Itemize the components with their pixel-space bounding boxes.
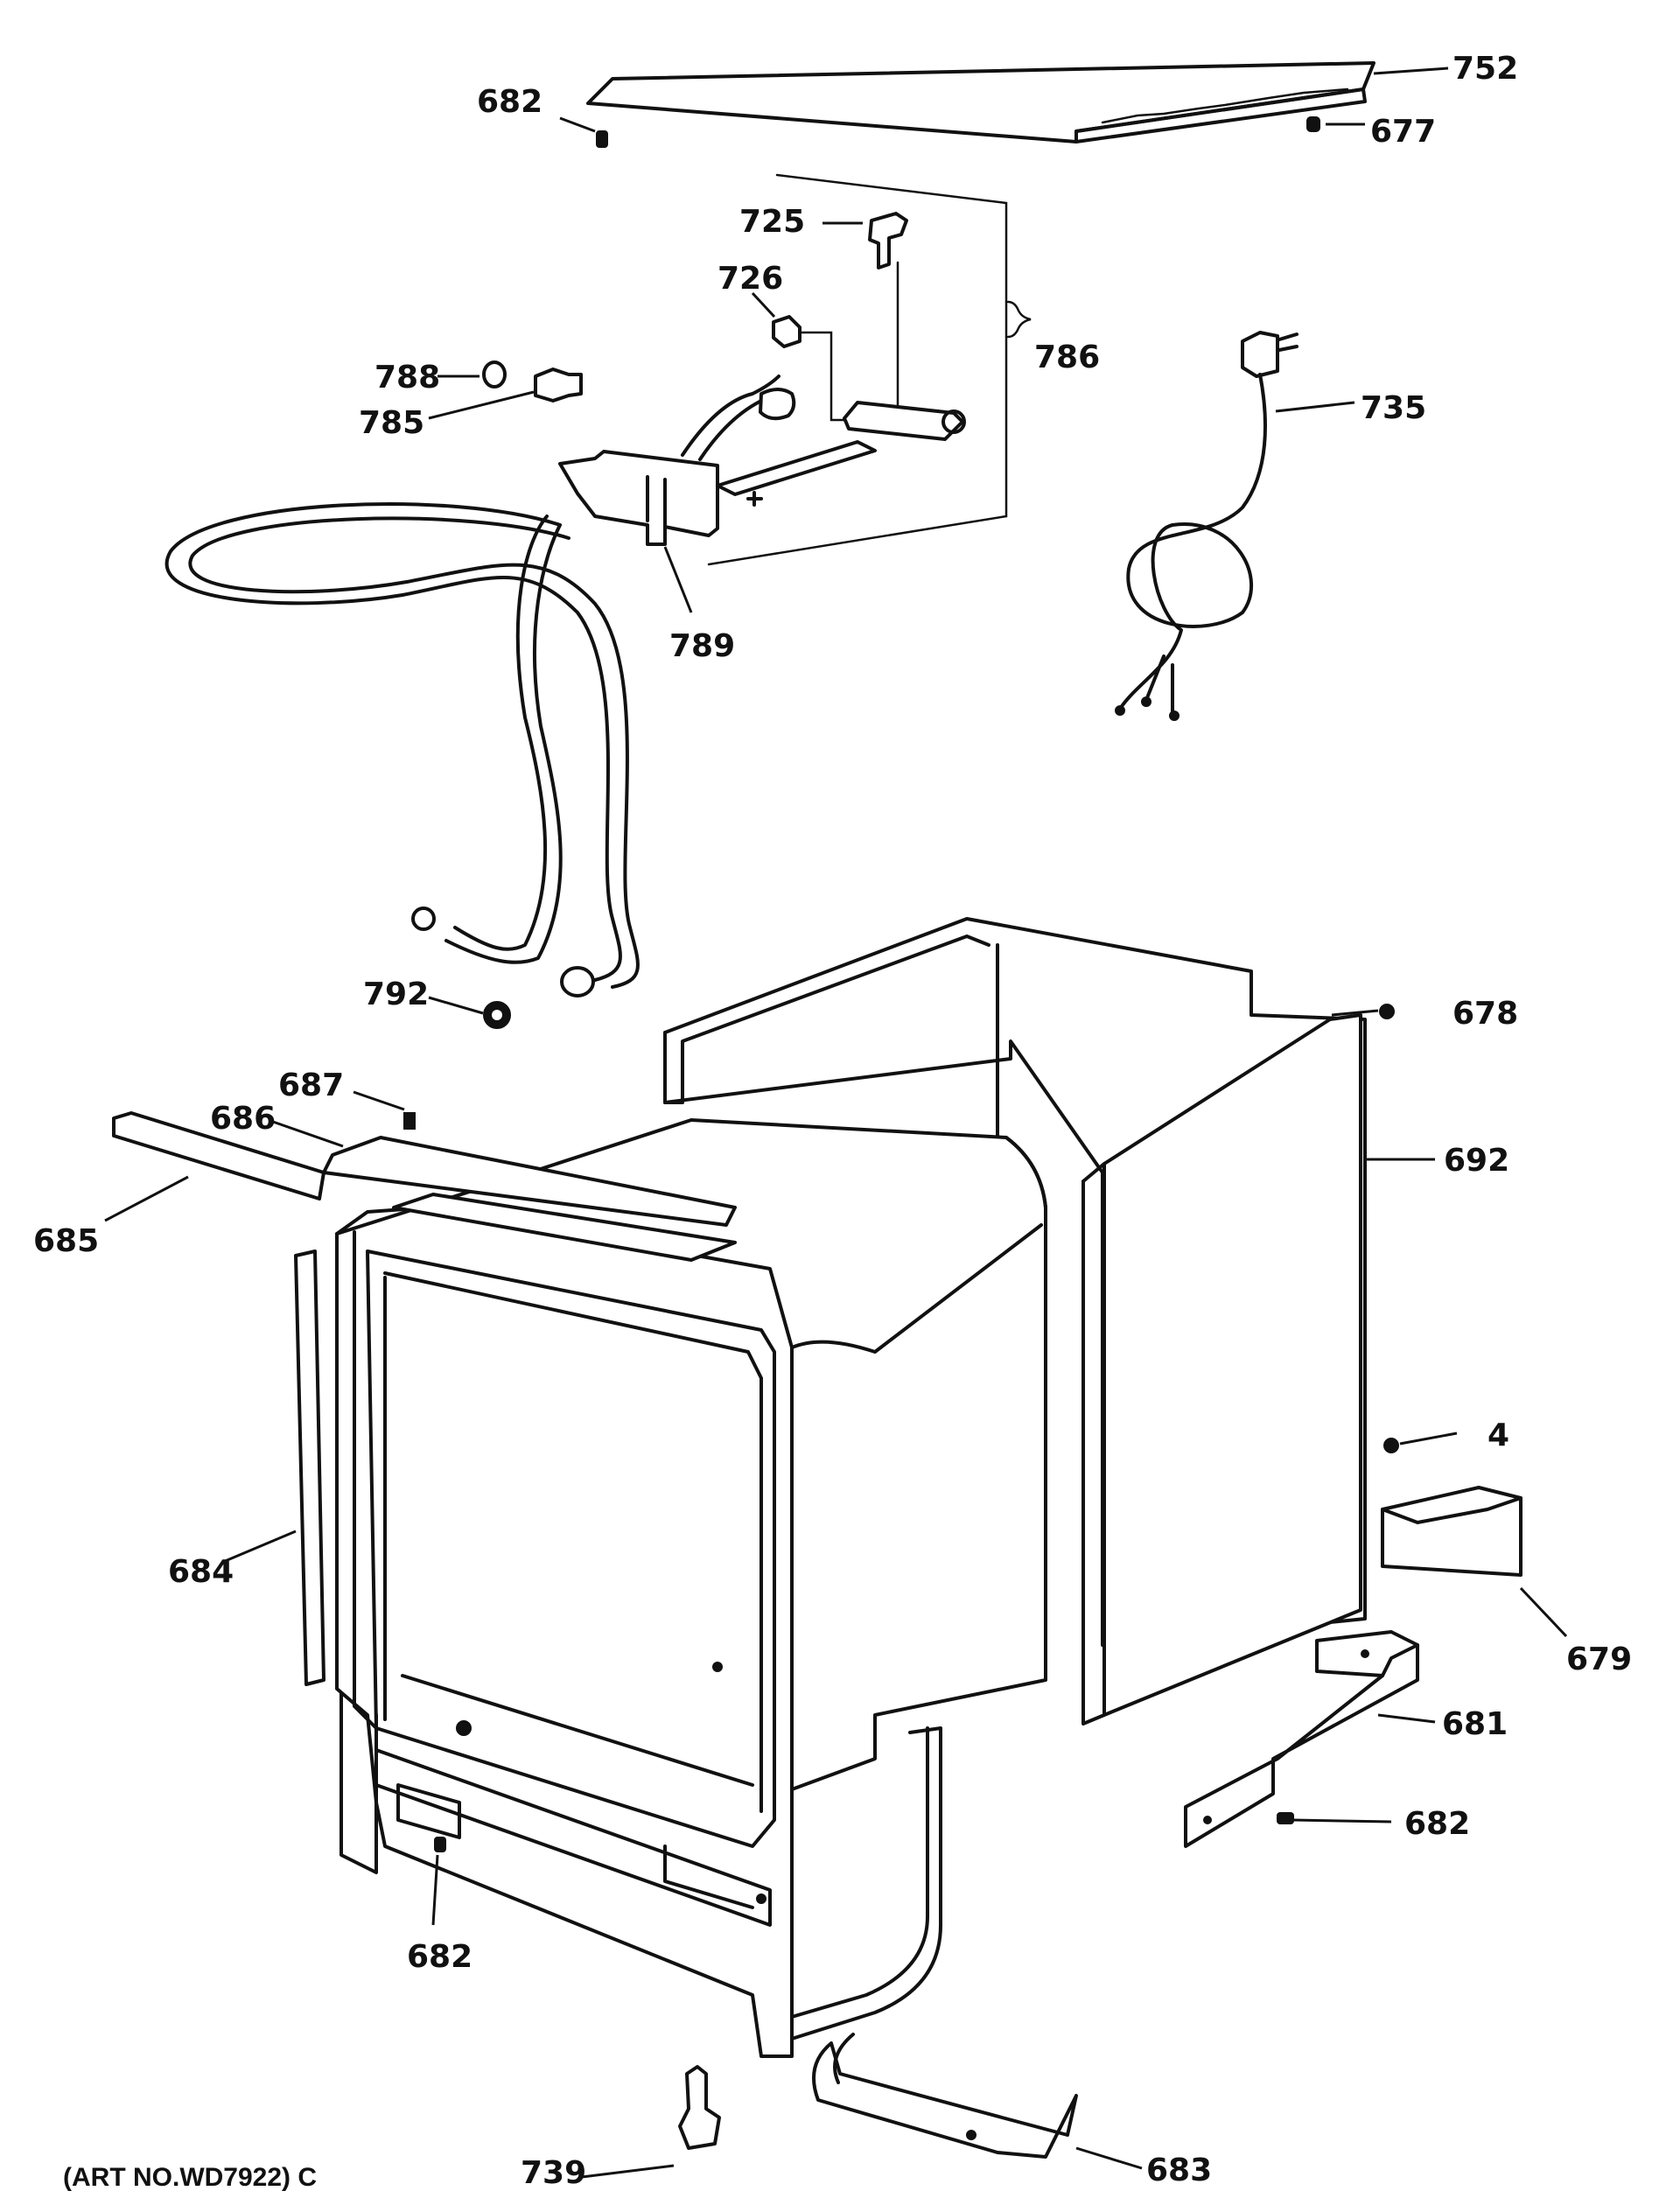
part-785 (428, 368, 583, 420)
label-682-right: 682 (1404, 1806, 1470, 1842)
power-cord-735 (1115, 331, 1355, 721)
screw-682-top (559, 116, 608, 148)
label-678: 678 (1452, 996, 1518, 1032)
screw-677 (1306, 116, 1365, 132)
tub-assembly (335, 1118, 1047, 2058)
nut-792 (428, 996, 511, 1029)
fill-valve-assembly (164, 374, 966, 998)
label-789: 789 (669, 628, 735, 664)
label-684: 684 (168, 1554, 234, 1590)
label-4: 4 (1488, 1418, 1509, 1453)
label-681: 681 (1442, 1706, 1508, 1742)
bracket-786 (707, 173, 1032, 566)
part-788 (438, 360, 507, 388)
side-panel-692 (1082, 1013, 1435, 1726)
part-725 (822, 212, 908, 413)
trim-685 (104, 1111, 326, 1222)
label-735: 735 (1361, 390, 1426, 426)
screw-4 (1383, 1432, 1458, 1453)
label-686: 686 (210, 1101, 276, 1137)
art-number: (ART NO.WD7922) C (63, 2163, 317, 2192)
label-739: 739 (521, 2155, 586, 2191)
screw-682-right (1277, 1812, 1392, 1824)
label-692: 692 (1444, 1143, 1509, 1179)
label-683: 683 (1146, 2152, 1212, 2188)
label-679: 679 (1566, 1642, 1632, 1677)
bracket-683 (812, 2033, 1143, 2170)
label-785: 785 (359, 405, 424, 441)
label-682-bottom: 682 (407, 1939, 472, 1975)
label-685: 685 (33, 1223, 99, 1259)
strip-686 (272, 1120, 737, 1262)
label-677: 677 (1370, 114, 1436, 150)
screw-682-bottom (431, 1837, 446, 1926)
label-786: 786 (1034, 340, 1100, 375)
part-726 (751, 291, 868, 422)
bracket-681 (1184, 1630, 1436, 1848)
label-725: 725 (739, 204, 805, 240)
label-788: 788 (374, 360, 440, 396)
label-682-top: 682 (477, 84, 542, 120)
block-679 (1381, 1486, 1568, 1638)
label-752: 752 (1452, 51, 1518, 87)
leg-739 (581, 2065, 721, 2179)
label-687: 687 (278, 1068, 344, 1103)
trim-684 (222, 1250, 326, 1686)
label-726: 726 (718, 261, 783, 297)
label-792: 792 (363, 976, 429, 1012)
clip-687 (353, 1090, 416, 1130)
top-panel (586, 61, 1449, 144)
